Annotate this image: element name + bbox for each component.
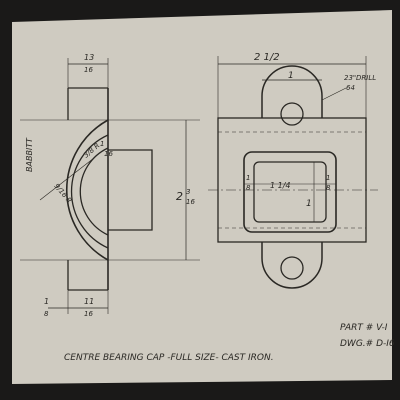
drill-leader [321, 87, 347, 101]
hub-boss [108, 149, 153, 231]
dim-overall-height-den: 16 [186, 198, 195, 206]
dim-center-inner: 1 [306, 199, 312, 209]
drill-label-bottom: 64 [346, 84, 355, 92]
dim-bottom-left-den: 8 [44, 310, 49, 318]
top-lug [261, 65, 323, 118]
dim-bottom-left-num: 1 [44, 297, 49, 306]
dim-bottom-mid-num: 11 [84, 297, 94, 306]
window-outer [243, 151, 337, 233]
dim-radius-a-num: 1 [100, 140, 104, 148]
dim-overall-height-int: 2 [176, 190, 183, 203]
bottom-drill-hole [280, 256, 304, 280]
dim-center-left-num: 1 [246, 174, 250, 182]
dim-front-width: 2 1/2 [254, 52, 280, 63]
outer-arc [66, 119, 109, 261]
babbitt-inner-arc [79, 147, 109, 236]
bottom-lug [261, 242, 323, 289]
drill-label-top: 23" [344, 74, 356, 82]
babbitt-label: BABBITT [25, 137, 34, 172]
dim-top-width-den: 16 [84, 66, 93, 74]
top-drill-hole [280, 102, 304, 126]
dim-center-mid: 1 1/4 [270, 181, 291, 190]
drill-label-word: DRILL [356, 74, 376, 82]
dim-boss-width: 1 [288, 71, 294, 81]
leader-line [39, 157, 95, 201]
part-number: PART # V-I [340, 323, 388, 333]
hidden-lines [218, 131, 366, 229]
dim-center-right-den: 8 [326, 184, 331, 192]
dim-overall-height-num: 3 [186, 188, 190, 196]
dim-center-left-den: 8 [246, 184, 251, 192]
dim-bottom-mid-den: 16 [84, 310, 93, 318]
drawing-title: CENTRE BEARING CAP -FULL SIZE- CAST IRON… [64, 353, 274, 363]
front-view [208, 56, 378, 289]
drawing-number: DWG.# D-I6 [340, 339, 395, 349]
dim-center-right-num: 1 [326, 174, 330, 182]
window-inner [253, 161, 327, 223]
main-body [217, 117, 367, 243]
dim-top-width-num: 13 [84, 53, 94, 62]
dim-radius-a-den: 16 [104, 150, 113, 158]
side-view [20, 58, 200, 314]
babbitt-outer-arc [70, 134, 109, 249]
